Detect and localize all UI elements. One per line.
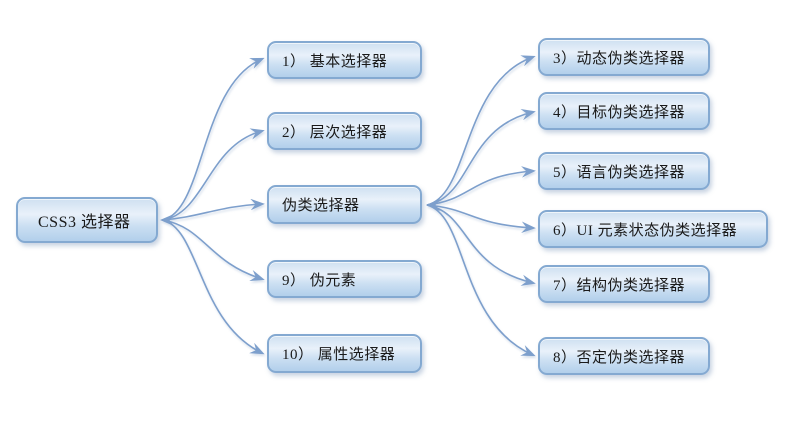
node-css3-selectors: CSS3 选择器 bbox=[16, 197, 158, 243]
connector-root-pseudo-element bbox=[162, 219, 265, 282]
pseudo-fan-arrowhead-icon bbox=[426, 199, 440, 211]
node-pseudo-elements: 9） 伪元素 bbox=[267, 260, 422, 298]
node-negation-pseudo-class: 8）否定伪类选择器 bbox=[538, 337, 710, 375]
node-dynamic-pseudo-class: 3）动态伪类选择器 bbox=[538, 38, 710, 76]
node-attribute-selectors: 10） 属性选择器 bbox=[267, 334, 422, 373]
connector-root-hierarchy bbox=[162, 128, 265, 221]
connector-pseudo-negation bbox=[426, 204, 536, 357]
node-language-pseudo-class: 5）语言伪类选择器 bbox=[538, 152, 710, 190]
connector-pseudo-target bbox=[426, 109, 536, 206]
connector-root-attribute bbox=[162, 219, 265, 355]
node-structural-pseudo-class: 7）结构伪类选择器 bbox=[538, 265, 710, 303]
node-pseudo-class-selectors: 伪类选择器 bbox=[267, 185, 422, 224]
connector-pseudo-structural bbox=[426, 204, 536, 286]
node-basic-selectors: 1） 基本选择器 bbox=[267, 41, 422, 79]
connector-pseudo-ui-state bbox=[426, 204, 536, 234]
connector-pseudo-dynamic bbox=[426, 55, 536, 206]
node-ui-state-pseudo-class: 6）UI 元素状态伪类选择器 bbox=[538, 210, 768, 248]
root-fan-arrowhead-icon bbox=[160, 214, 174, 226]
connector-root-pseudo-class bbox=[162, 198, 265, 221]
node-target-pseudo-class: 4）目标伪类选择器 bbox=[538, 92, 710, 130]
connector-root-basic bbox=[162, 57, 265, 221]
connector-pseudo-language bbox=[426, 166, 536, 206]
node-hierarchy-selectors: 2） 层次选择器 bbox=[267, 112, 422, 150]
